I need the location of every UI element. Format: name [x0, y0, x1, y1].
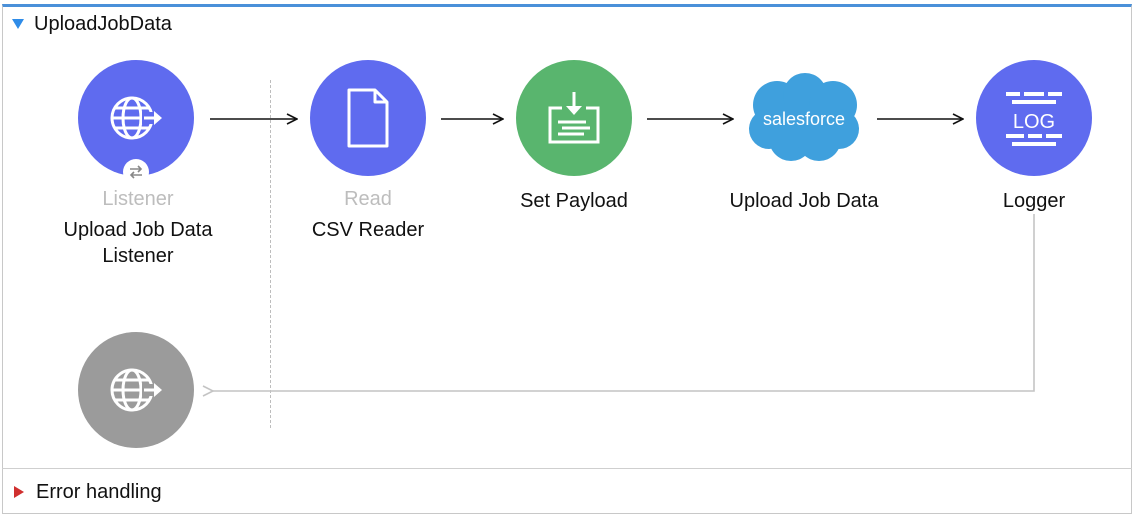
- file-icon: [347, 88, 389, 148]
- read-type-label: Read: [344, 188, 392, 210]
- listener-node[interactable]: Listener Upload Job Data Listener: [18, 60, 258, 270]
- listener-circle[interactable]: [78, 60, 194, 176]
- salesforce-node[interactable]: salesforce Upload Job Data: [684, 60, 924, 230]
- return-arrow-logger-to-response: [213, 214, 1035, 391]
- source-divider: [270, 80, 271, 428]
- set-payload-node[interactable]: Set Payload: [454, 60, 694, 230]
- expand-triangle-icon[interactable]: [14, 486, 24, 498]
- set-payload-name-label: Set Payload: [520, 190, 628, 212]
- salesforce-name-label: Upload Job Data: [729, 190, 879, 212]
- log-logo-text: LOG: [1013, 111, 1055, 133]
- logger-circle[interactable]: LOG: [976, 60, 1092, 176]
- listener-type-label: Listener: [102, 188, 174, 210]
- set-payload-icon: [548, 92, 600, 144]
- logger-node[interactable]: LOG Logger: [914, 60, 1140, 230]
- listener-name-label: Upload Job Data Listener: [63, 219, 213, 267]
- collapse-triangle-icon[interactable]: [12, 19, 24, 29]
- globe-arrow-icon: [110, 368, 162, 412]
- source-badge-icon: [123, 159, 149, 185]
- error-handling-header[interactable]: Error handling: [14, 480, 162, 504]
- read-name-label: CSV Reader: [311, 219, 425, 241]
- globe-arrow-icon: [110, 96, 162, 140]
- set-payload-circle[interactable]: [516, 60, 632, 176]
- read-circle[interactable]: [310, 60, 426, 176]
- flow-canvas: [2, 4, 1132, 514]
- flow-header[interactable]: UploadJobData: [12, 12, 172, 36]
- salesforce-cloud-icon: salesforce: [749, 73, 859, 161]
- error-handling-label: Error handling: [36, 480, 162, 503]
- logger-name-label: Logger: [1002, 190, 1066, 212]
- response-node[interactable]: [78, 332, 194, 448]
- flow-title: UploadJobData: [34, 12, 172, 35]
- response-circle[interactable]: [78, 332, 194, 448]
- log-icon: LOG: [1006, 92, 1062, 146]
- read-node[interactable]: Read CSV Reader: [248, 60, 488, 250]
- salesforce-logo-text: salesforce: [763, 109, 845, 129]
- section-divider: [2, 468, 1132, 469]
